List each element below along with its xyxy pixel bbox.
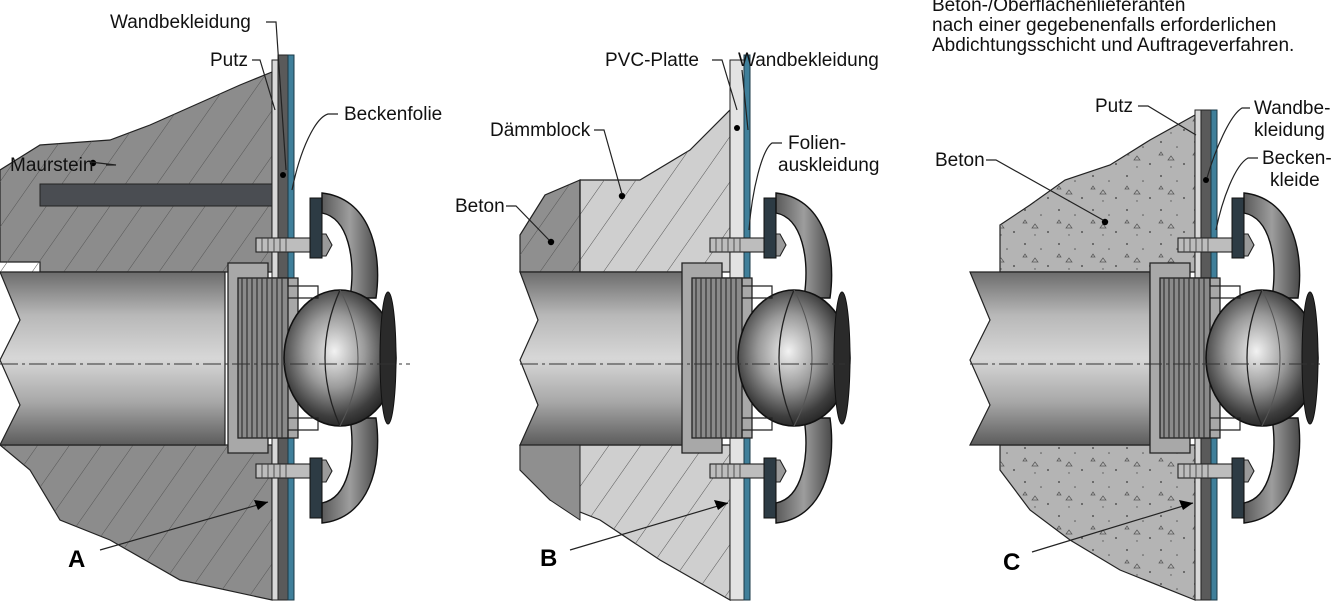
label-b-pvc-platte: PVC-Platte [605,50,699,71]
label-c-becken-2: kleide [1270,170,1320,191]
letter-b: B [540,545,557,572]
label-c-putz: Putz [1095,96,1133,117]
label-c-wandbe-1: Wandbe- [1254,98,1330,119]
label-a-maurstein: Maurstein [10,155,93,176]
note-line-3: Abdichtungsschicht und Auftrageverfahren… [932,35,1294,56]
panel-a: Wandbekleidung Putz Beckenfolie Maurstei… [0,12,442,601]
panel-c: Putz Wandbe- kleidung Becken- kleide Bet… [935,96,1332,601]
label-b-folien-1: Folien- [788,133,846,154]
letter-a: A [68,546,85,573]
label-a-wandbekleidung: Wandbekleidung [110,12,251,33]
label-a-beckenfolie: Beckenfolie [344,104,442,125]
label-c-wandbe-2: kleidung [1254,120,1325,141]
label-b-beton: Beton [455,196,505,217]
note-line-1: Beton-/Oberflächenlieferanten [932,0,1186,16]
label-b-wandbekleidung: Wandbekleidung [738,50,879,71]
label-b-folien-2: auskleidung [778,155,879,176]
label-a-putz: Putz [210,50,248,71]
panel-b: PVC-Platte Wandbekleidung Dämmblock Foli… [455,50,879,601]
letter-c: C [1003,549,1020,576]
label-b-daemmblock: Dämmblock [490,120,591,141]
label-c-beton: Beton [935,150,985,171]
note-line-2: nach einer gegebenenfalls erforderlichen [932,15,1276,36]
label-c-becken-1: Becken- [1262,148,1332,169]
